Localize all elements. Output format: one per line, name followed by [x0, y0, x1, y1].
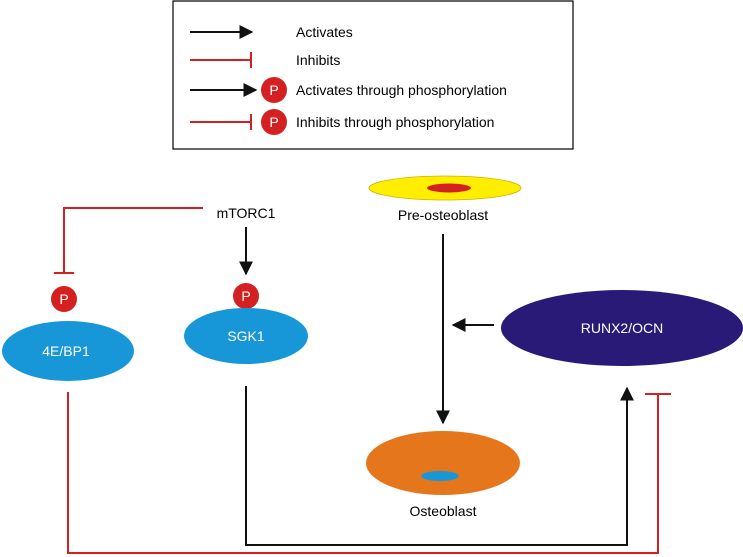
legend-inhibits-phos-label: Inhibits through phosphorylation	[296, 114, 494, 130]
pre-osteoblast-label: Pre-osteoblast	[398, 207, 488, 223]
p-circle-4ebp1	[51, 286, 77, 312]
legend-activates-phos-label: Activates through phosphorylation	[296, 82, 507, 98]
sgk1-node: SGK1	[184, 308, 308, 364]
4ebp1-node: 4E/BP1	[2, 321, 134, 381]
p-symbol-sgk1: P	[241, 288, 250, 304]
legend: Activates Inhibits P Activates through p…	[172, 0, 574, 150]
runx2-ocn-label: RUNX2/OCN	[581, 320, 663, 336]
osteoblast-nucleus	[421, 471, 459, 481]
sgk1-label: SGK1	[227, 328, 265, 344]
legend-p-circle-1	[261, 77, 287, 103]
legend-p-circle-2	[261, 109, 287, 135]
mtorc1-label: mTORC1	[217, 205, 276, 221]
pre-osteoblast-cell: Pre-osteoblast	[368, 175, 522, 223]
sgk1-ellipse	[184, 308, 308, 364]
p-circle-sgk1	[233, 283, 259, 309]
inhibit-mtorc1-to-4ebp1	[63, 207, 203, 273]
4ebp1-ellipse	[2, 321, 134, 381]
p-symbol-4ebp1: P	[59, 291, 68, 307]
osteoblast-cell: Osteoblast	[366, 431, 520, 519]
legend-activates-label: Activates	[296, 24, 353, 40]
legend-inhibits-label: Inhibits	[296, 52, 340, 68]
runx2-ocn-ellipse	[501, 290, 743, 366]
pre-osteoblast-nucleus	[427, 183, 471, 193]
osteoblast-label: Osteoblast	[410, 503, 477, 519]
runx2-ocn-node: RUNX2/OCN	[501, 290, 743, 366]
legend-p-symbol-2: P	[269, 114, 278, 130]
inhibit-4ebp1-to-runx2	[67, 392, 659, 554]
osteoblast-body	[366, 431, 520, 495]
legend-p-symbol-1: P	[269, 82, 278, 98]
4ebp1-label: 4E/BP1	[42, 343, 90, 359]
activate-sgk1-to-runx2	[245, 386, 634, 546]
